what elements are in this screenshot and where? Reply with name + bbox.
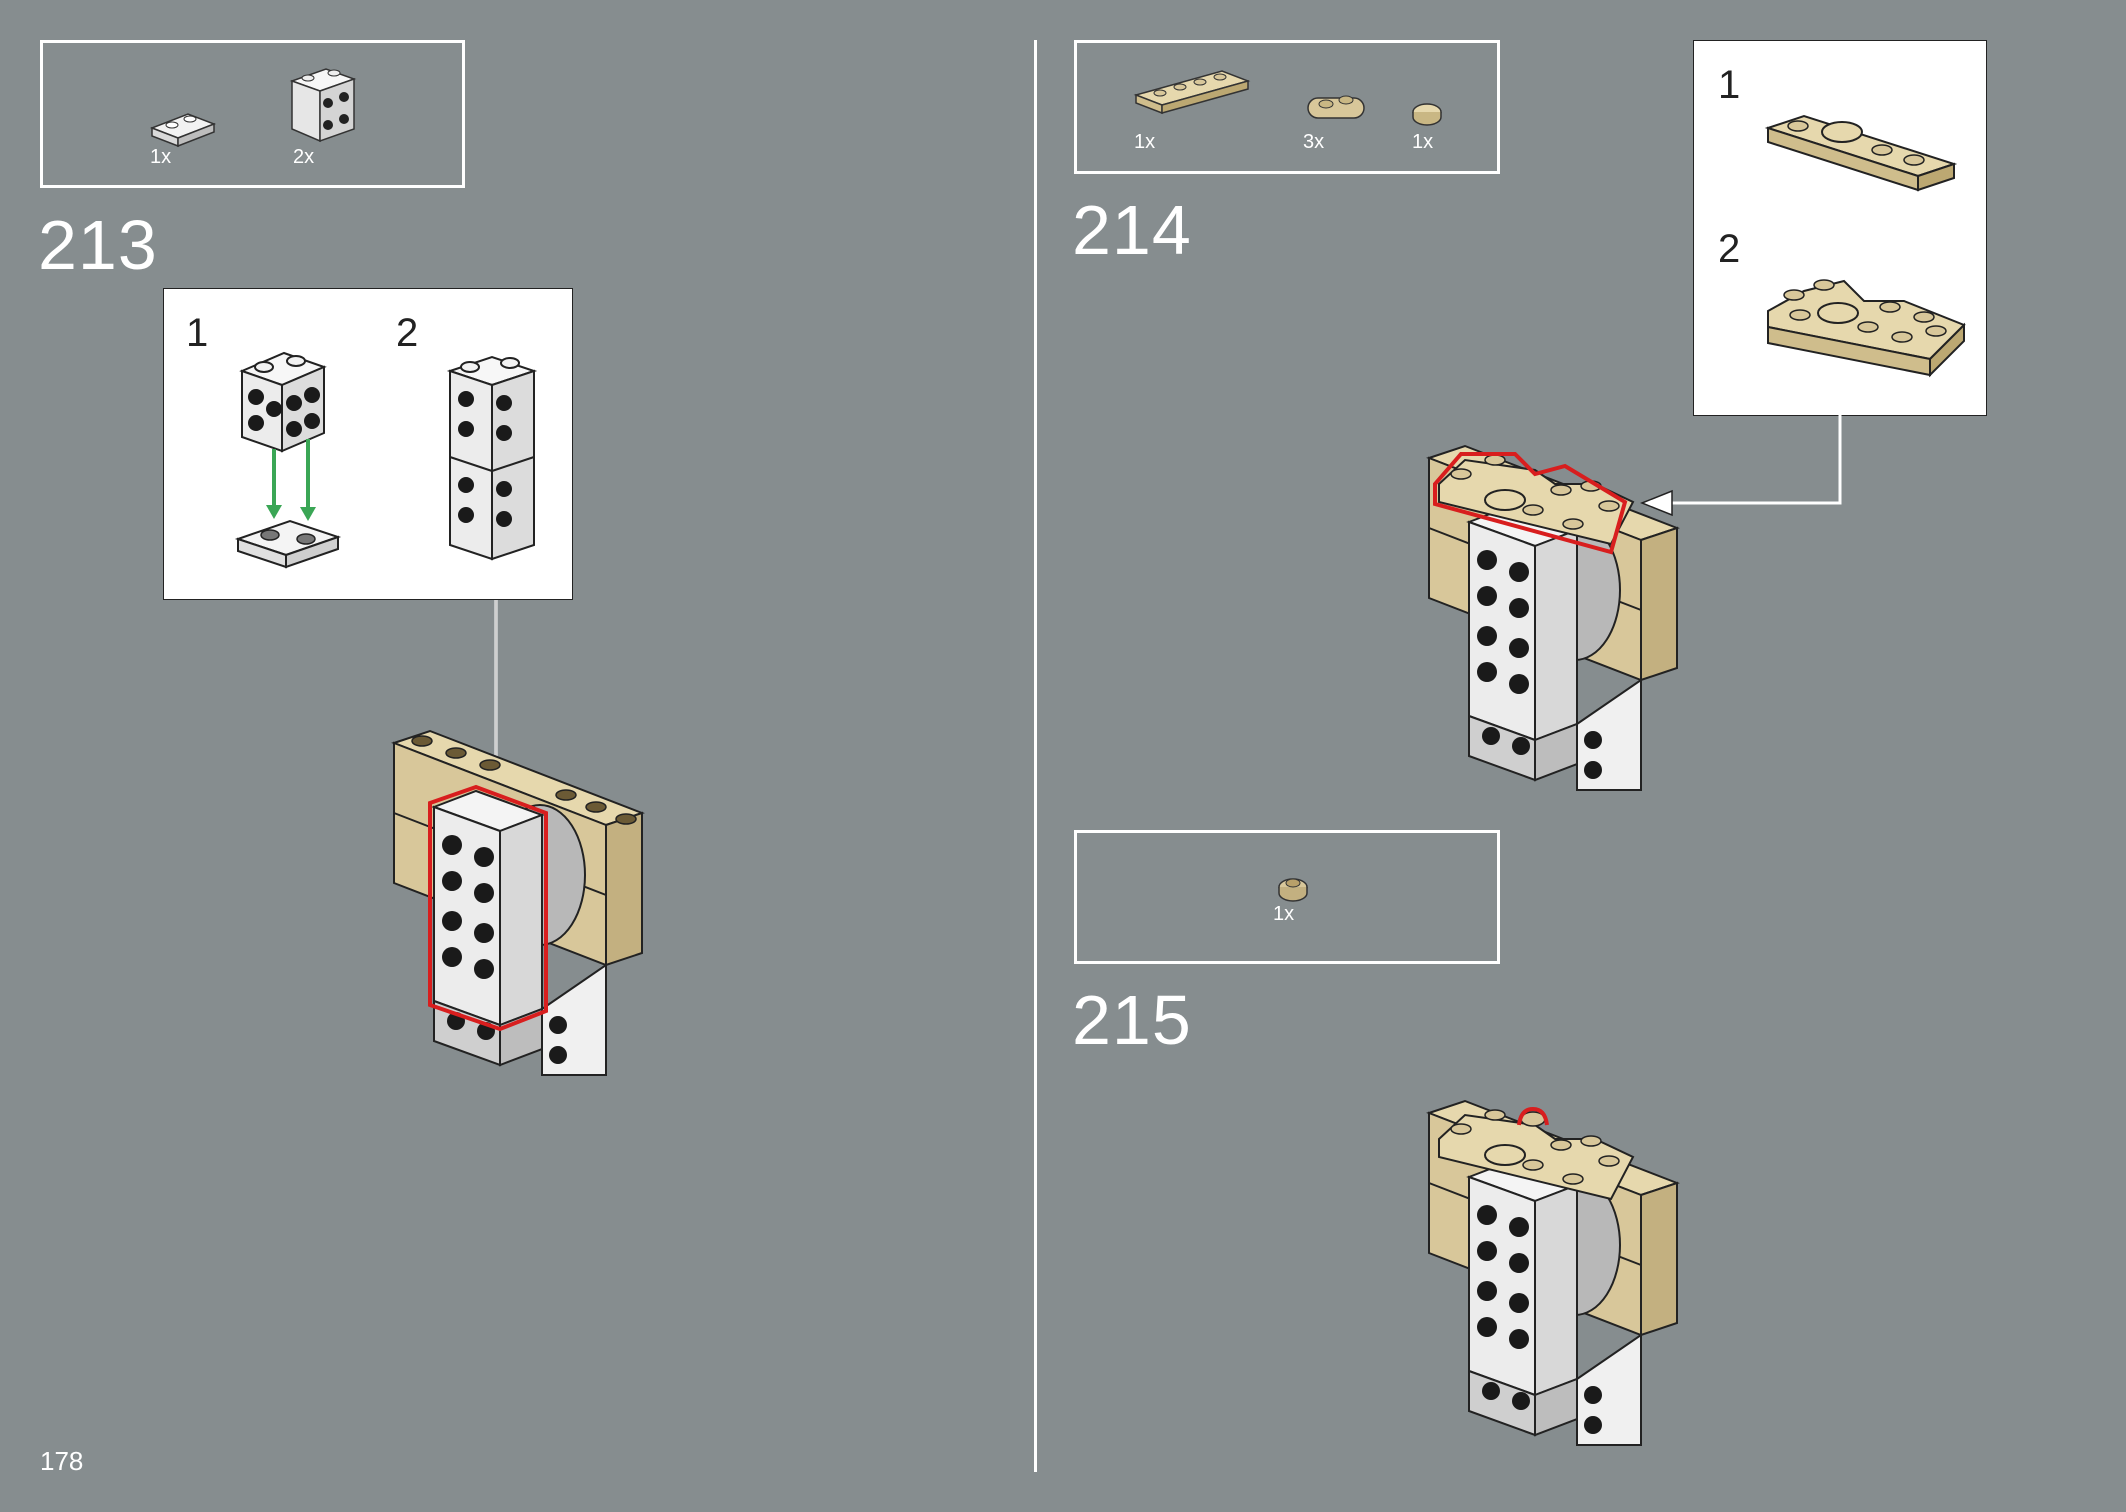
part-tan-round-plate-icon — [1278, 878, 1308, 902]
qty-label: 1x — [1134, 131, 1156, 153]
substep-2-illustration — [446, 355, 538, 561]
substep-1-illustration — [234, 351, 342, 569]
step-number-213: 213 — [38, 206, 158, 284]
page-divider — [1034, 40, 1037, 1472]
model-illustration-213 — [391, 729, 645, 1076]
substep-number: 2 — [396, 311, 419, 355]
subassembly-box-213: 1 2 — [163, 288, 573, 600]
parts-list-213: 1x 2x — [40, 40, 465, 188]
qty-label: 2x — [293, 146, 315, 168]
part-tan-rounded-plate-icon — [1307, 95, 1365, 119]
qty-label: 1x — [1273, 903, 1295, 925]
callout-arrow-214 — [1639, 415, 1842, 517]
qty-label: 1x — [1412, 131, 1434, 153]
part-transparent-brick-icon — [289, 68, 357, 143]
substep-2-illustration — [1767, 279, 1966, 378]
page-number: 178 — [40, 1446, 84, 1476]
substep-number: 2 — [1718, 227, 1741, 271]
parts-list-214: 1x 3x 1x — [1074, 40, 1500, 174]
parts-list-215: 1x — [1074, 830, 1500, 964]
qty-label: 3x — [1303, 131, 1325, 153]
qty-label: 1x — [150, 146, 172, 168]
step-number-215: 215 — [1072, 981, 1192, 1059]
model-illustration-215 — [1426, 1099, 1680, 1446]
part-tan-round-tile-icon — [1412, 103, 1442, 126]
model-illustration-214 — [1426, 444, 1680, 791]
substep-number: 1 — [186, 311, 209, 355]
substep-1-illustration — [1764, 114, 1958, 192]
part-tan-plate-1x4-icon — [1133, 70, 1251, 115]
step-number-214: 214 — [1072, 191, 1192, 269]
substep-number: 1 — [1718, 63, 1741, 107]
part-white-plate-icon — [149, 113, 217, 148]
subassembly-box-214: 1 2 — [1693, 40, 1987, 416]
